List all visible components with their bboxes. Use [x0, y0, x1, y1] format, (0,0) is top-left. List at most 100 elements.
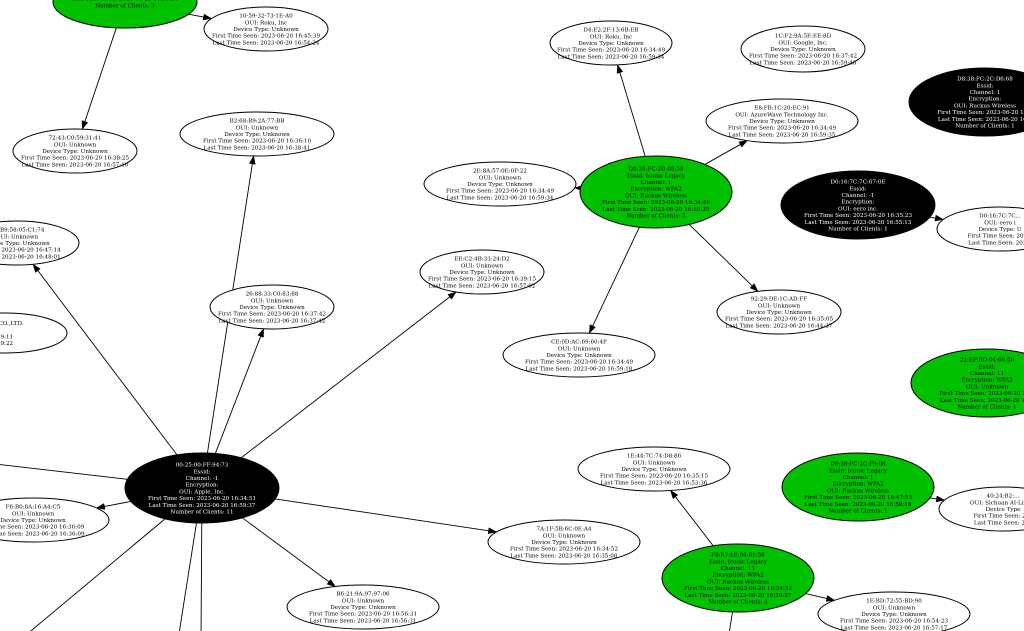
node-label-line: Last Time Seen: 2023-06-20 16:59:34 — [558, 54, 665, 60]
node-label-line: First Time Seen: 2023-06-20 16:34:49 — [728, 126, 836, 132]
node-label-line: D8:38:FC:2C:D6:68 — [957, 77, 1013, 83]
node-label-line: OUI: Google, Inc. — [778, 40, 828, 46]
node-label-line: 1E:BD:72:55:BD:90 — [866, 599, 922, 605]
node-label-line: OUI: Sichuan AI-Link T — [970, 500, 1024, 506]
arrowhead-c-ee-c2 — [447, 291, 457, 300]
node-label-line: Last Time Seen: 2023-06-20 16:35:08 — [511, 553, 618, 559]
node-label-line: F6:B0:8A:16:A4:C5 — [6, 505, 61, 511]
node-label-line: Last Time Seen: 2023-06-20 16:59:34 — [72, 0, 179, 3]
node-label-line: Device Type: Unknown — [749, 119, 815, 125]
node-label-line: Last Time Seen: 2023- — [968, 240, 1024, 246]
node-label-line: Device Type: Unknown — [233, 27, 299, 33]
edge-ap-00-25-to-offscreen-bottom-1 — [30, 518, 166, 631]
node-label-line: First Time Seen: 2023- — [968, 234, 1024, 240]
node-label-line: Device Type — [986, 507, 1021, 513]
node-label-line: Device Type: Unknown — [224, 132, 290, 138]
node-label-line: OUI: Unknown — [633, 460, 676, 466]
node-ellipse — [423, 161, 577, 207]
client-node-c-left-edge[interactable]: ICS CO.,LTD.39:1159:22 — [0, 312, 68, 354]
node-label-line: OUI: AzureWave Technology Inc. — [735, 112, 829, 118]
node-label-line: First Time Seen: 2023-06-20 16:56:31 — [309, 612, 417, 618]
node-label-line: OUI: Unknown — [873, 605, 916, 611]
node-label-line: me Seen: 2023-06-20 16:48:01 — [0, 254, 61, 260]
node-label-line: First Time Seen: 2023-06-20 16:54:23 — [840, 619, 948, 625]
node-ellipse — [419, 249, 545, 295]
node-label-line: Last Time Seen: 2023-06-20 16:59:35 — [729, 132, 836, 138]
access-point-node-ap-top-left[interactable]: Last Time Seen: 2023-06-20 16:59:34Numbe… — [52, 0, 198, 29]
node-label-line: Number of Clients: 1 — [828, 226, 887, 232]
node-label-line: Last Time Seen: 2023-06-20 16:57:17 — [841, 625, 948, 631]
arrowhead-c-92-29 — [749, 283, 759, 292]
node-label-line: First Time Seen: 2023-06-20 16:34:52 — [684, 586, 792, 592]
node-label-line: Number of Clients: 3 — [95, 3, 155, 9]
edge-ap-d8-38-center-to-c-92-29 — [688, 224, 759, 292]
node-label-line: 7A:1F:5B:6C:0E:A4 — [536, 527, 591, 533]
node-label-line: 39:11 — [0, 334, 13, 340]
node-label-line: D4:E2:2F:13:6B:EB — [583, 28, 638, 34]
node-label-line: Device Type: Unknown — [578, 41, 644, 47]
arrowhead-c-e8-fb — [738, 140, 748, 148]
node-label-line: OUI: Roku, Inc — [590, 34, 632, 40]
node-ellipse — [0, 312, 68, 354]
node-ellipse — [487, 519, 641, 565]
node-label-line: Device Type: Unknown — [0, 518, 66, 524]
node-label-line: Device Type: Unknown — [0, 241, 50, 247]
arrowhead-c-d4-e2 — [616, 64, 624, 74]
node-label-line: Last Time Seen: 2023-06-20 16:59:18 — [526, 366, 633, 372]
arrowhead-c-7a-1f — [487, 527, 498, 535]
node-label-line: First Time Seen: 2023-06-20 16:34:52 — [510, 547, 618, 553]
arrowhead-c-72-43 — [81, 120, 89, 130]
node-label-line: rst Time Seen: 2023-06-20 16:36:09 — [0, 525, 85, 531]
node-label-line: Last Time Seen: 2023-06-20 16:59:35 — [603, 207, 710, 213]
edge-ap-00-25-to-c-7a-1f — [275, 498, 497, 533]
node-label-line: OUI: Unknown — [54, 142, 97, 148]
node-label-line: Last Time Seen: 2023-06-20 16:5 — [940, 398, 1024, 404]
node-label-line: OUI: Unknown — [558, 346, 601, 352]
node-label-line: EE:C2:4B:33:24:D2 — [454, 257, 510, 263]
node-label-line: DA:B9:58:05:C1:74 — [0, 228, 45, 234]
node-label-line: Channel: -1 — [842, 193, 875, 199]
node-label-line: OUI: Ruckus Wireless — [827, 488, 889, 494]
node-label-line: Last Time Seen: 2023-06-20 16:59:46 — [750, 60, 857, 66]
node-label-line: Device Type: Unknown — [861, 612, 927, 618]
node-label-line: OUI: Unknown — [966, 384, 1009, 390]
client-node-c-40-24[interactable]: 40:24:B2:...OUI: Sichuan AI-Link TDevice… — [938, 486, 1024, 532]
node-label-line: First Time Seen: 2023-06-20 16:47:53 — [804, 495, 912, 501]
node-label-line: First Time Seen: 2023-06-20 16:34:49 — [602, 200, 710, 206]
edge-ap-00-25-to-offscreen-left-mid — [0, 464, 128, 480]
node-label-line: 26:88:33:C0:83:88 — [246, 292, 299, 298]
node-label-line: First Time Seen: 2023-06-20 16:34:49 — [525, 360, 633, 366]
node-label-line: D8:38:FC:2D:08:58 — [628, 167, 683, 173]
edge-ap-00-25-to-offscreen-bottom-2 — [178, 522, 197, 631]
node-ellipse — [0, 220, 80, 266]
arrowhead-c-40-24 — [935, 495, 946, 503]
node-ellipse — [549, 20, 673, 66]
node-label-line: Encryption: WPA2 — [961, 378, 1013, 384]
node-label-line: OUI: eero inc. — [838, 206, 878, 212]
